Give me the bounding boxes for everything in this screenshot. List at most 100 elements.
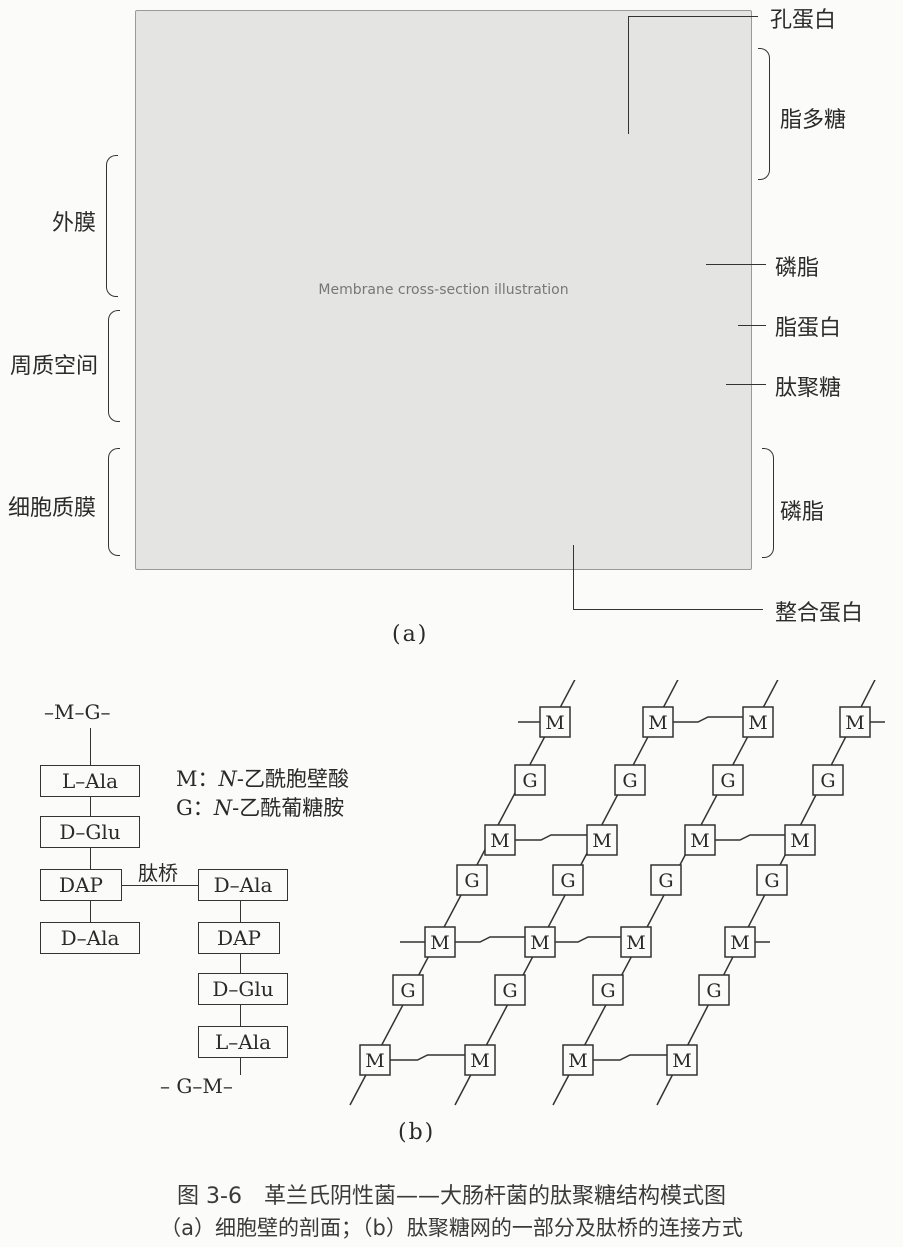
- net-node-m: M: [464, 1044, 496, 1076]
- bridge-label: 肽桥: [138, 861, 178, 885]
- chain-bottom: – G–M–: [160, 1074, 233, 1098]
- net-crossbridge: [390, 1054, 465, 1061]
- net-crossbridge: [673, 716, 743, 723]
- net-node-g: G: [392, 974, 424, 1006]
- svg-text:G: G: [720, 770, 735, 792]
- periplasm-bracket: [108, 310, 120, 422]
- net-node-m: M: [539, 706, 571, 738]
- svg-text:G: G: [622, 770, 637, 792]
- porin-leader: [628, 16, 758, 17]
- svg-text:M: M: [490, 830, 509, 852]
- inner-membrane-bracket: [762, 448, 774, 558]
- net-crossbridge: [455, 936, 525, 943]
- svg-text:G: G: [522, 770, 537, 792]
- phospholipid-outer-leader: [706, 264, 766, 265]
- left-box-d-glu: D–Glu: [40, 816, 140, 848]
- label-phospholipid-inner: 磷脂: [780, 500, 825, 525]
- net-node-m: M: [359, 1044, 391, 1076]
- right-box-d-ala: D–Ala: [198, 869, 288, 901]
- svg-text:G: G: [764, 870, 779, 892]
- svg-text:M: M: [690, 830, 709, 852]
- label-integral-protein: 整合蛋白: [775, 601, 864, 626]
- legend-g: G：N-乙酰葡糖胺: [176, 796, 345, 820]
- svg-text:G: G: [560, 870, 575, 892]
- svg-text:M: M: [470, 1050, 489, 1072]
- figure-subtitle: （a）细胞壁的剖面；（b）肽聚糖网的一部分及肽桥的连接方式: [160, 1216, 743, 1240]
- legend: M：N-乙酰胞壁酸 G：N-乙酰葡糖胺: [176, 765, 349, 823]
- net-node-m: M: [642, 706, 674, 738]
- net-node-g: G: [650, 864, 682, 896]
- net-node-m: M: [724, 926, 756, 958]
- lps-bracket: [758, 48, 770, 180]
- chain-top: –M–G–: [44, 700, 111, 724]
- peptidoglycan-leader: [726, 384, 766, 385]
- net-crossbridge: [593, 1054, 667, 1061]
- svg-text:G: G: [658, 870, 673, 892]
- net-node-g: G: [514, 764, 546, 796]
- svg-text:M: M: [626, 932, 645, 954]
- net-node-m: M: [784, 824, 816, 856]
- label-periplasm: 周质空间: [10, 354, 99, 379]
- net-node-m: M: [620, 926, 652, 958]
- svg-text:M: M: [545, 712, 564, 734]
- outer-membrane-bracket: [106, 155, 118, 297]
- svg-text:G: G: [400, 980, 415, 1002]
- net-node-g: G: [552, 864, 584, 896]
- net-node-m: M: [684, 824, 716, 856]
- caption-b: (b): [398, 1120, 436, 1145]
- svg-text:G: G: [464, 870, 479, 892]
- net-node-m: M: [839, 706, 871, 738]
- net-node-m: M: [586, 824, 618, 856]
- net-node-m: M: [424, 926, 456, 958]
- svg-text:M: M: [648, 712, 667, 734]
- left-box-d-ala: D–Ala: [40, 922, 140, 954]
- right-box-dap: DAP: [198, 922, 280, 954]
- label-porin: 孔蛋白: [770, 8, 837, 33]
- net-node-g: G: [592, 974, 624, 1006]
- cytoplasmic-membrane-bracket: [108, 448, 120, 556]
- svg-text:M: M: [790, 830, 809, 852]
- figure-title: 图 3-6 革兰氏阴性菌——大肠杆菌的肽聚糖结构模式图: [177, 1184, 726, 1209]
- peptide-bridge-line: [122, 885, 198, 886]
- svg-text:M: M: [568, 1050, 587, 1072]
- net-crossbridge: [515, 834, 587, 841]
- svg-text:M: M: [730, 932, 749, 954]
- svg-text:M: M: [430, 932, 449, 954]
- svg-text:G: G: [706, 980, 721, 1002]
- svg-text:M: M: [748, 712, 767, 734]
- porin-leader-vertical: [628, 16, 629, 134]
- label-lps: 脂多糖: [780, 108, 847, 133]
- legend-m: M：N-乙酰胞壁酸: [176, 767, 349, 791]
- net-node-m: M: [666, 1044, 698, 1076]
- net-crossbridge: [555, 936, 621, 943]
- svg-text:M: M: [365, 1050, 384, 1072]
- label-peptidoglycan: 肽聚糖: [775, 376, 842, 401]
- net-node-g: G: [698, 974, 730, 1006]
- caption-a: (a): [392, 622, 429, 647]
- net-node-g: G: [756, 864, 788, 896]
- svg-text:G: G: [600, 980, 615, 1002]
- right-box-l-ala: L–Ala: [198, 1026, 288, 1058]
- net-node-g: G: [494, 974, 526, 1006]
- label-lipoprotein: 脂蛋白: [775, 316, 842, 341]
- net-node-g: G: [614, 764, 646, 796]
- label-cytoplasmic-membrane: 细胞质膜: [8, 496, 97, 521]
- net-crossbridge: [715, 834, 785, 841]
- membrane-illustration: Membrane cross-section illustration: [135, 10, 752, 570]
- svg-text:M: M: [845, 712, 864, 734]
- right-box-d-glu: D–Glu: [198, 973, 288, 1005]
- illustration-label: Membrane cross-section illustration: [318, 282, 569, 298]
- label-phospholipid-outer: 磷脂: [775, 256, 820, 281]
- svg-text:M: M: [530, 932, 549, 954]
- svg-text:G: G: [820, 770, 835, 792]
- svg-text:M: M: [672, 1050, 691, 1072]
- svg-text:M: M: [592, 830, 611, 852]
- net-node-g: G: [712, 764, 744, 796]
- net-node-m: M: [742, 706, 774, 738]
- svg-text:G: G: [502, 980, 517, 1002]
- label-outer-membrane: 外膜: [52, 211, 97, 236]
- net-node-g: G: [812, 764, 844, 796]
- net-node-m: M: [524, 926, 556, 958]
- integral-protein-leader: [573, 609, 763, 610]
